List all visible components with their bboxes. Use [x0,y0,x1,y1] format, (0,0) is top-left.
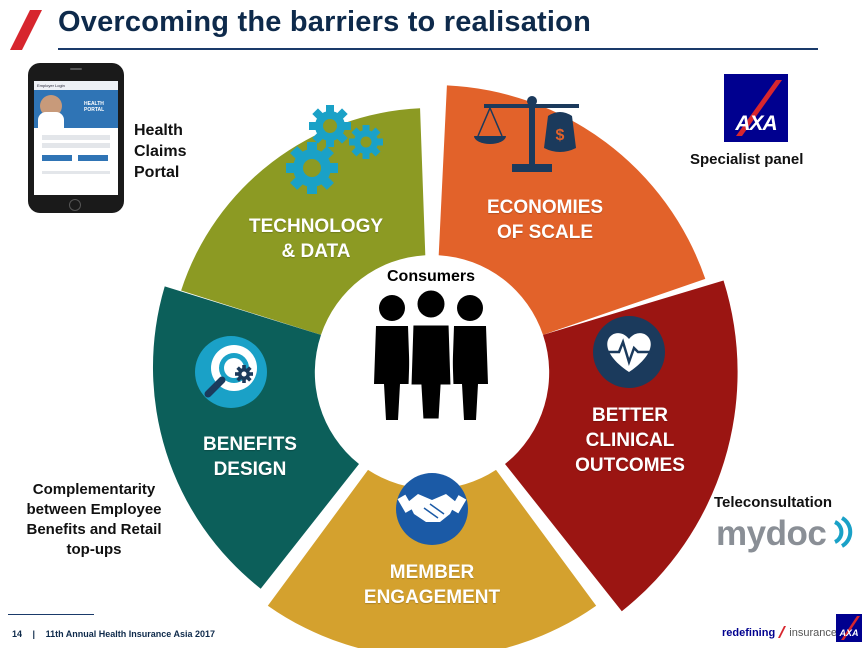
phone-button-2 [78,155,108,161]
axa-logo-text: AXA [735,112,777,135]
label-technology-line2: & DATA [281,241,351,262]
page-title: Overcoming the barriers to realisation [58,6,591,38]
footer-rule [8,614,94,615]
label-member: MEMBER ENGAGEMENT [352,560,512,610]
axa-logo: AXA [724,74,788,142]
callout-comp-line2: between Employee [26,501,162,518]
label-benefits-line2: DESIGN [213,459,287,480]
callout-complementarity: Complementarity between Employee Benefit… [12,480,176,560]
doctor-avatar [40,95,62,117]
footer-axa-mark [841,616,860,640]
handshake-icon [396,473,468,545]
dollar-sign-icon: $ [556,127,565,144]
footer-brand-rest: insurance [789,627,837,639]
phone-header: Employer Login [34,81,118,90]
mydoc-logo: mydoc [716,514,853,554]
label-member-line2: ENGAGEMENT [363,587,501,608]
center-label: Consumers [386,268,476,285]
footer-axa-logo: AXA [836,614,862,642]
label-benefits: BENEFITS DESIGN [185,432,315,482]
footer-brand: redefining insurance [722,626,837,639]
callout-portal-line2: Claims [134,143,187,160]
segment-technology [181,108,426,335]
callout-comp-line3: Benefits and Retail [26,521,162,538]
label-clinical-line1: BETTER [592,405,668,426]
phone-footer-line [42,171,110,174]
callout-portal-line1: Health [134,122,183,139]
title-slash-icon [10,10,42,50]
people-icon [374,287,488,422]
footer-axa-text: AXA [839,628,859,638]
label-member-line1: MEMBER [389,562,475,583]
phone-input-2 [42,143,110,148]
callout-health-claims-portal: Health Claims Portal [134,120,186,183]
segment-economies [438,85,706,335]
mydoc-signal-icon [833,516,852,548]
label-clinical: BETTER CLINICAL OUTCOMES [560,403,700,478]
label-clinical-line3: OUTCOMES [575,455,685,476]
label-economies-line2: OF SCALE [496,222,594,243]
footer-separator: | [32,629,36,639]
callout-comp-line1: Complementarity [32,481,156,498]
segment-clinical [505,280,738,612]
callout-portal-line3: Portal [134,164,180,181]
footer-page-number: 14 [12,629,23,639]
callout-comp-line4: top-ups [66,541,122,558]
phone-portal-text: HEALTH PORTAL [84,101,105,113]
footer-text: 14 | 11th Annual Health Insurance Asia 2… [12,629,215,639]
footer-slash-icon [778,626,787,638]
footer-brand-bold: redefining [722,627,776,639]
mydoc-logo-text: mydoc [716,514,827,553]
scales-icon [474,96,579,172]
label-technology-line1: TECHNOLOGY [248,216,384,237]
footer-event: 11th Annual Health Insurance Asia 2017 [45,629,215,639]
phone-home-button [69,199,81,211]
phone-button-1 [42,155,72,161]
heart-icon [593,316,665,388]
label-technology: TECHNOLOGY & DATA [236,214,396,264]
search-gear-icon [195,336,267,408]
phone-hero: HEALTH PORTAL [34,90,118,128]
phone-speaker [70,68,82,70]
gears-icon [286,105,383,194]
callout-specialist-panel: Specialist panel [690,151,804,168]
segment-member [267,469,597,648]
phone-screen: Employer Login HEALTH PORTAL [34,81,118,195]
label-economies-line1: ECONOMIES [486,197,604,218]
doctor-coat [38,112,64,128]
callout-teleconsultation: Teleconsultation [714,494,833,511]
label-clinical-line2: CLINICAL [585,430,675,451]
label-benefits-line1: BENEFITS [203,434,297,455]
title-divider [58,48,818,50]
label-economies: ECONOMIES OF SCALE [470,195,620,245]
phone-input-1 [42,135,110,140]
axa-logo-mark [736,80,782,136]
phone-mockup: Employer Login HEALTH PORTAL [28,63,124,213]
